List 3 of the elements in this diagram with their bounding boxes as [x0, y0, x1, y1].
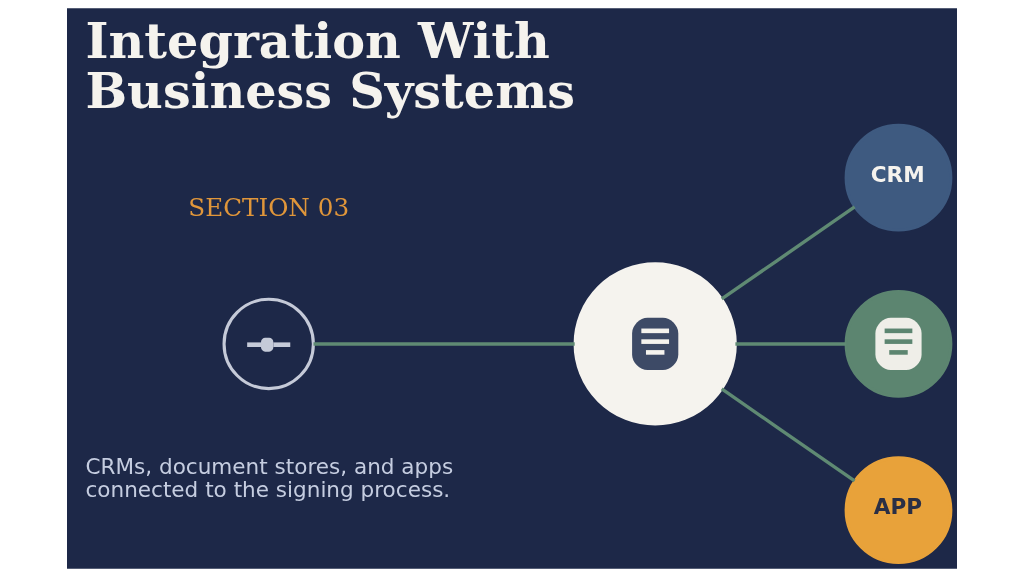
label: SECTION 03: [188, 192, 350, 222]
diagram-title: Integration With Business Systems: [85, 12, 576, 120]
caption: CRMs, document stores, and apps connected to the signing process.: [85, 453, 454, 502]
